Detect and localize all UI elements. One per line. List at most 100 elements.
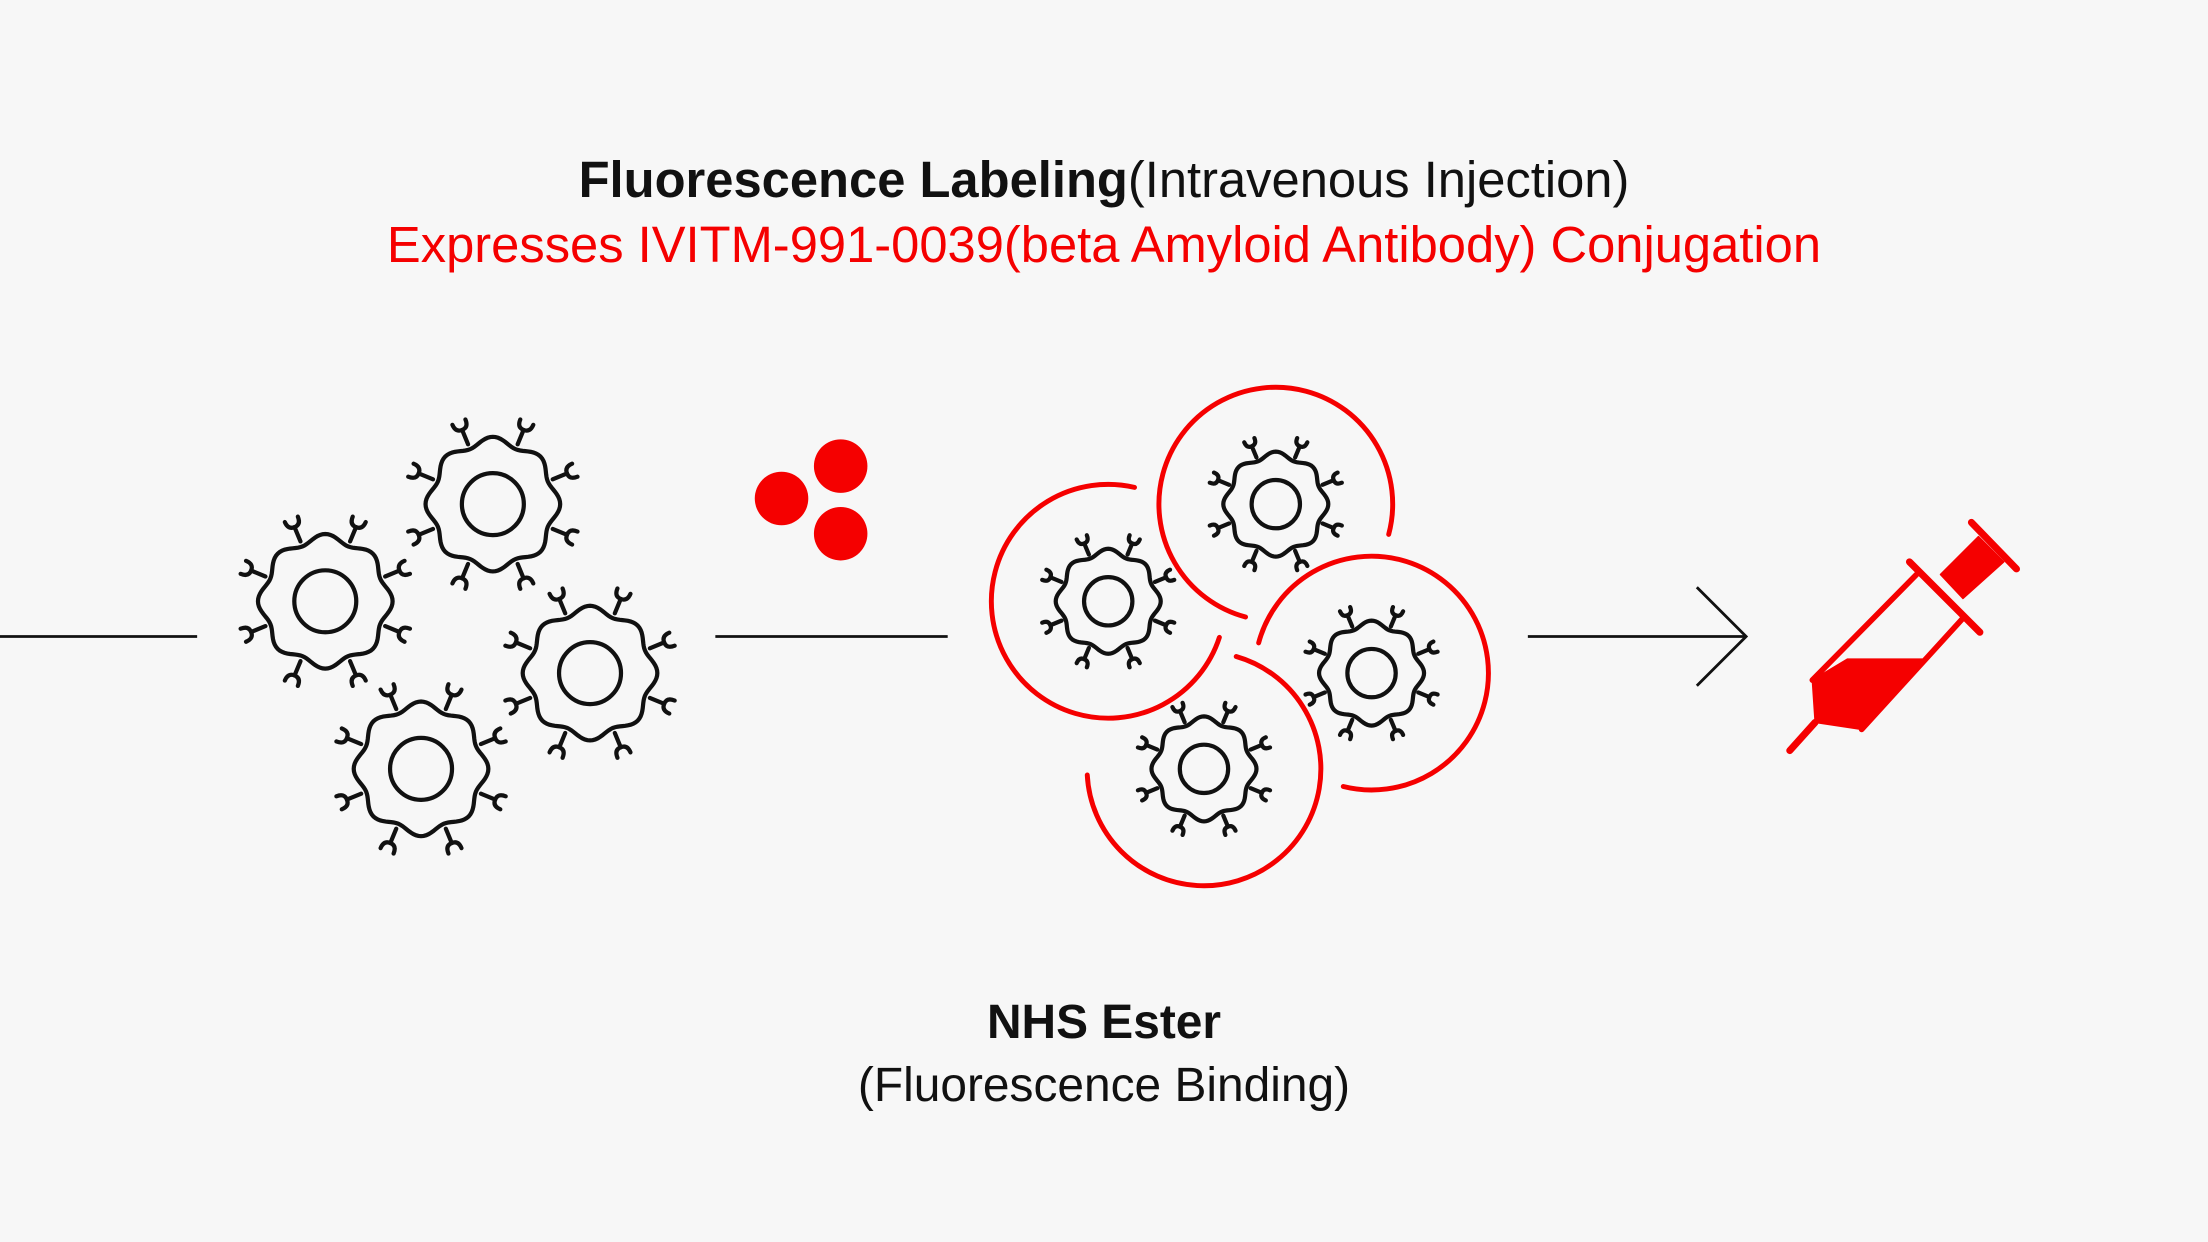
receptor-antenna: [383, 558, 413, 579]
cell-icon: [1135, 700, 1273, 838]
dye-dot: [754, 471, 809, 526]
cell-icon: [406, 417, 580, 591]
receptor-antenna: [282, 659, 303, 689]
fluorescent-label-ring: [988, 481, 1222, 721]
receptor-antenna: [1303, 690, 1327, 707]
cell-icon: [1040, 533, 1177, 670]
receptor-antenna: [503, 630, 533, 651]
receptor-antenna: [1388, 604, 1406, 629]
receptor-antenna: [1170, 700, 1187, 725]
receptor-antenna: [1248, 735, 1273, 752]
receptor-antenna: [1293, 435, 1310, 460]
diagram-subtitle: Expresses IVITM-991-0039(beta Amyloid An…: [387, 216, 1821, 273]
receptor-antenna: [443, 682, 464, 712]
cell-icon: [238, 514, 413, 689]
cell-nucleus: [292, 568, 359, 635]
receptor-antenna: [1221, 700, 1238, 725]
receptor-antenna: [1125, 645, 1142, 670]
receptor-antenna: [238, 558, 268, 579]
fluorescent-label-ring: [1156, 384, 1396, 620]
cell-icon: [1303, 604, 1440, 742]
cell-membrane: [351, 699, 491, 839]
receptor-antenna: [550, 526, 580, 547]
receptor-antenna: [347, 659, 368, 689]
receptor-antenna: [378, 682, 399, 712]
receptor-antenna: [334, 791, 364, 812]
fluorescent-label-ring: [1256, 553, 1491, 793]
cell-membrane: [1053, 546, 1163, 656]
receptor-antenna: [1135, 735, 1160, 752]
cell-icon: [503, 586, 677, 760]
receptor-antenna: [1152, 567, 1177, 585]
receptor-antenna: [1320, 521, 1344, 538]
receptor-antenna: [1337, 604, 1355, 629]
receptor-antenna: [1074, 645, 1092, 670]
cell-membrane: [423, 434, 563, 574]
receptor-antenna: [1135, 786, 1160, 803]
receptor-antenna: [1337, 717, 1355, 742]
diagram-title: Fluorescence Labeling(Intravenous Inject…: [579, 151, 1630, 208]
cell-membrane: [1221, 449, 1331, 559]
receptor-antenna: [383, 623, 413, 644]
receptor-antenna: [1303, 639, 1327, 656]
receptor-antenna: [547, 586, 568, 616]
receptor-antenna: [515, 561, 536, 591]
receptor-antenna: [347, 514, 368, 544]
receptor-antenna: [478, 726, 508, 747]
cell-nucleus: [1345, 646, 1398, 700]
receptor-antenna: [1125, 533, 1142, 557]
receptor-antenna: [1416, 690, 1440, 707]
cell-membrane: [1316, 618, 1427, 728]
receptor-antenna: [1040, 567, 1064, 585]
receptor-antenna: [238, 623, 268, 644]
fluorescent-label-ring: [1084, 654, 1324, 889]
receptor-antenna: [1170, 813, 1187, 838]
receptor-antenna: [1242, 548, 1259, 573]
cell-nucleus: [1249, 477, 1303, 531]
receptor-antenna: [1388, 717, 1406, 742]
cell-membrane: [1149, 714, 1259, 824]
receptor-antenna: [282, 514, 303, 544]
title-bold: Fluorescence Labeling: [579, 151, 1128, 208]
receptor-antenna: [406, 526, 436, 547]
receptor-antenna: [450, 561, 471, 591]
cell-nucleus: [1177, 742, 1231, 796]
cell-cluster-icon: [238, 417, 677, 856]
receptor-antenna: [647, 630, 677, 651]
syringe-icon: [1786, 518, 2021, 755]
receptor-antenna: [515, 417, 536, 447]
receptor-antenna: [443, 826, 464, 856]
receptor-antenna: [1040, 618, 1064, 635]
receptor-antenna: [547, 730, 568, 760]
cell-nucleus: [387, 735, 455, 802]
receptor-antenna: [450, 417, 471, 447]
receptor-antenna: [1293, 548, 1310, 573]
cell-membrane: [520, 603, 660, 743]
receptor-antenna: [406, 461, 436, 482]
receptor-antenna: [1248, 786, 1273, 803]
labeled-cell-cluster-icon: [988, 384, 1491, 889]
title-normal: (Intravenous Injection): [1128, 151, 1630, 208]
receptor-antenna: [478, 791, 508, 812]
receptor-antenna: [1242, 435, 1259, 460]
receptor-antenna: [647, 695, 677, 716]
cell-icon: [1207, 435, 1344, 573]
receptor-antenna: [612, 586, 633, 616]
receptor-antenna: [1152, 618, 1177, 635]
cell-nucleus: [1081, 575, 1135, 628]
receptor-antenna: [1074, 533, 1092, 557]
cell-nucleus: [556, 640, 624, 707]
cell-icon: [334, 682, 508, 856]
receptor-antenna: [612, 730, 633, 760]
cell-nucleus: [459, 471, 526, 538]
fluorescent-dye-dots-icon: [754, 439, 868, 561]
cell-membrane: [255, 531, 395, 671]
receptor-antenna: [1207, 521, 1232, 538]
receptor-antenna: [503, 695, 533, 716]
receptor-antenna: [1416, 639, 1440, 656]
receptor-antenna: [334, 726, 364, 747]
receptor-antenna: [1207, 470, 1232, 487]
receptor-antenna: [378, 826, 399, 856]
